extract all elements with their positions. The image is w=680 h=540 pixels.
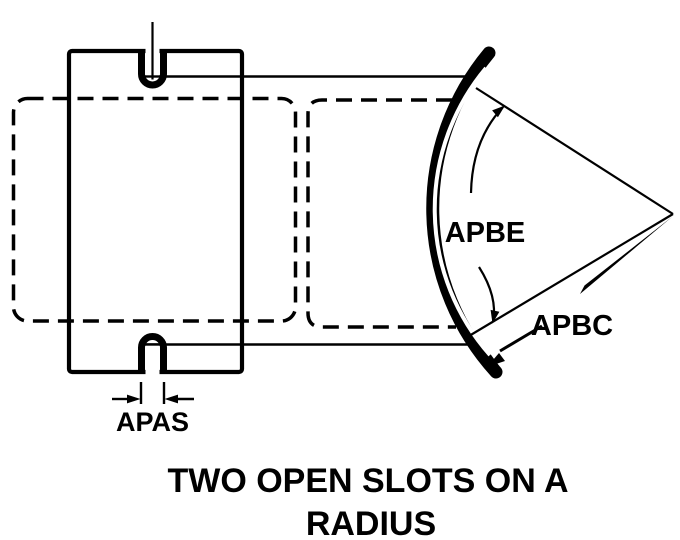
apbc-leader-arrowhead [487,353,505,367]
apbc-leader-wedge-to-vertex [580,216,673,294]
apbe-angle-arrowhead [492,105,505,118]
apbe-angle-arrow-curve [469,106,504,194]
radius-line-top [475,87,674,215]
apbc-label: APBC [531,310,613,342]
dashed-flat-pattern-right [306,98,456,329]
apas-label: APAS [116,407,189,437]
apbc-angle-arrowhead [490,309,500,324]
apas-arrowhead-left [127,394,141,404]
radius-line-bottom [463,213,674,340]
apas-arrowhead-right [164,394,178,404]
caption-line-1: TWO OPEN SLOTS ON A [167,462,568,500]
bent-band-inner-gap [432,66,492,357]
dashed-flat-pattern-left [11,96,298,323]
bottom-slot [138,333,167,374]
bottom-slot-channel [145,344,160,375]
caption-line-2: RADIUS [306,505,436,540]
apbc-leader-to-band-end [499,324,543,353]
apbe-label: APBE [445,217,526,249]
top-slot [138,49,167,89]
apas-dimension [112,382,194,404]
